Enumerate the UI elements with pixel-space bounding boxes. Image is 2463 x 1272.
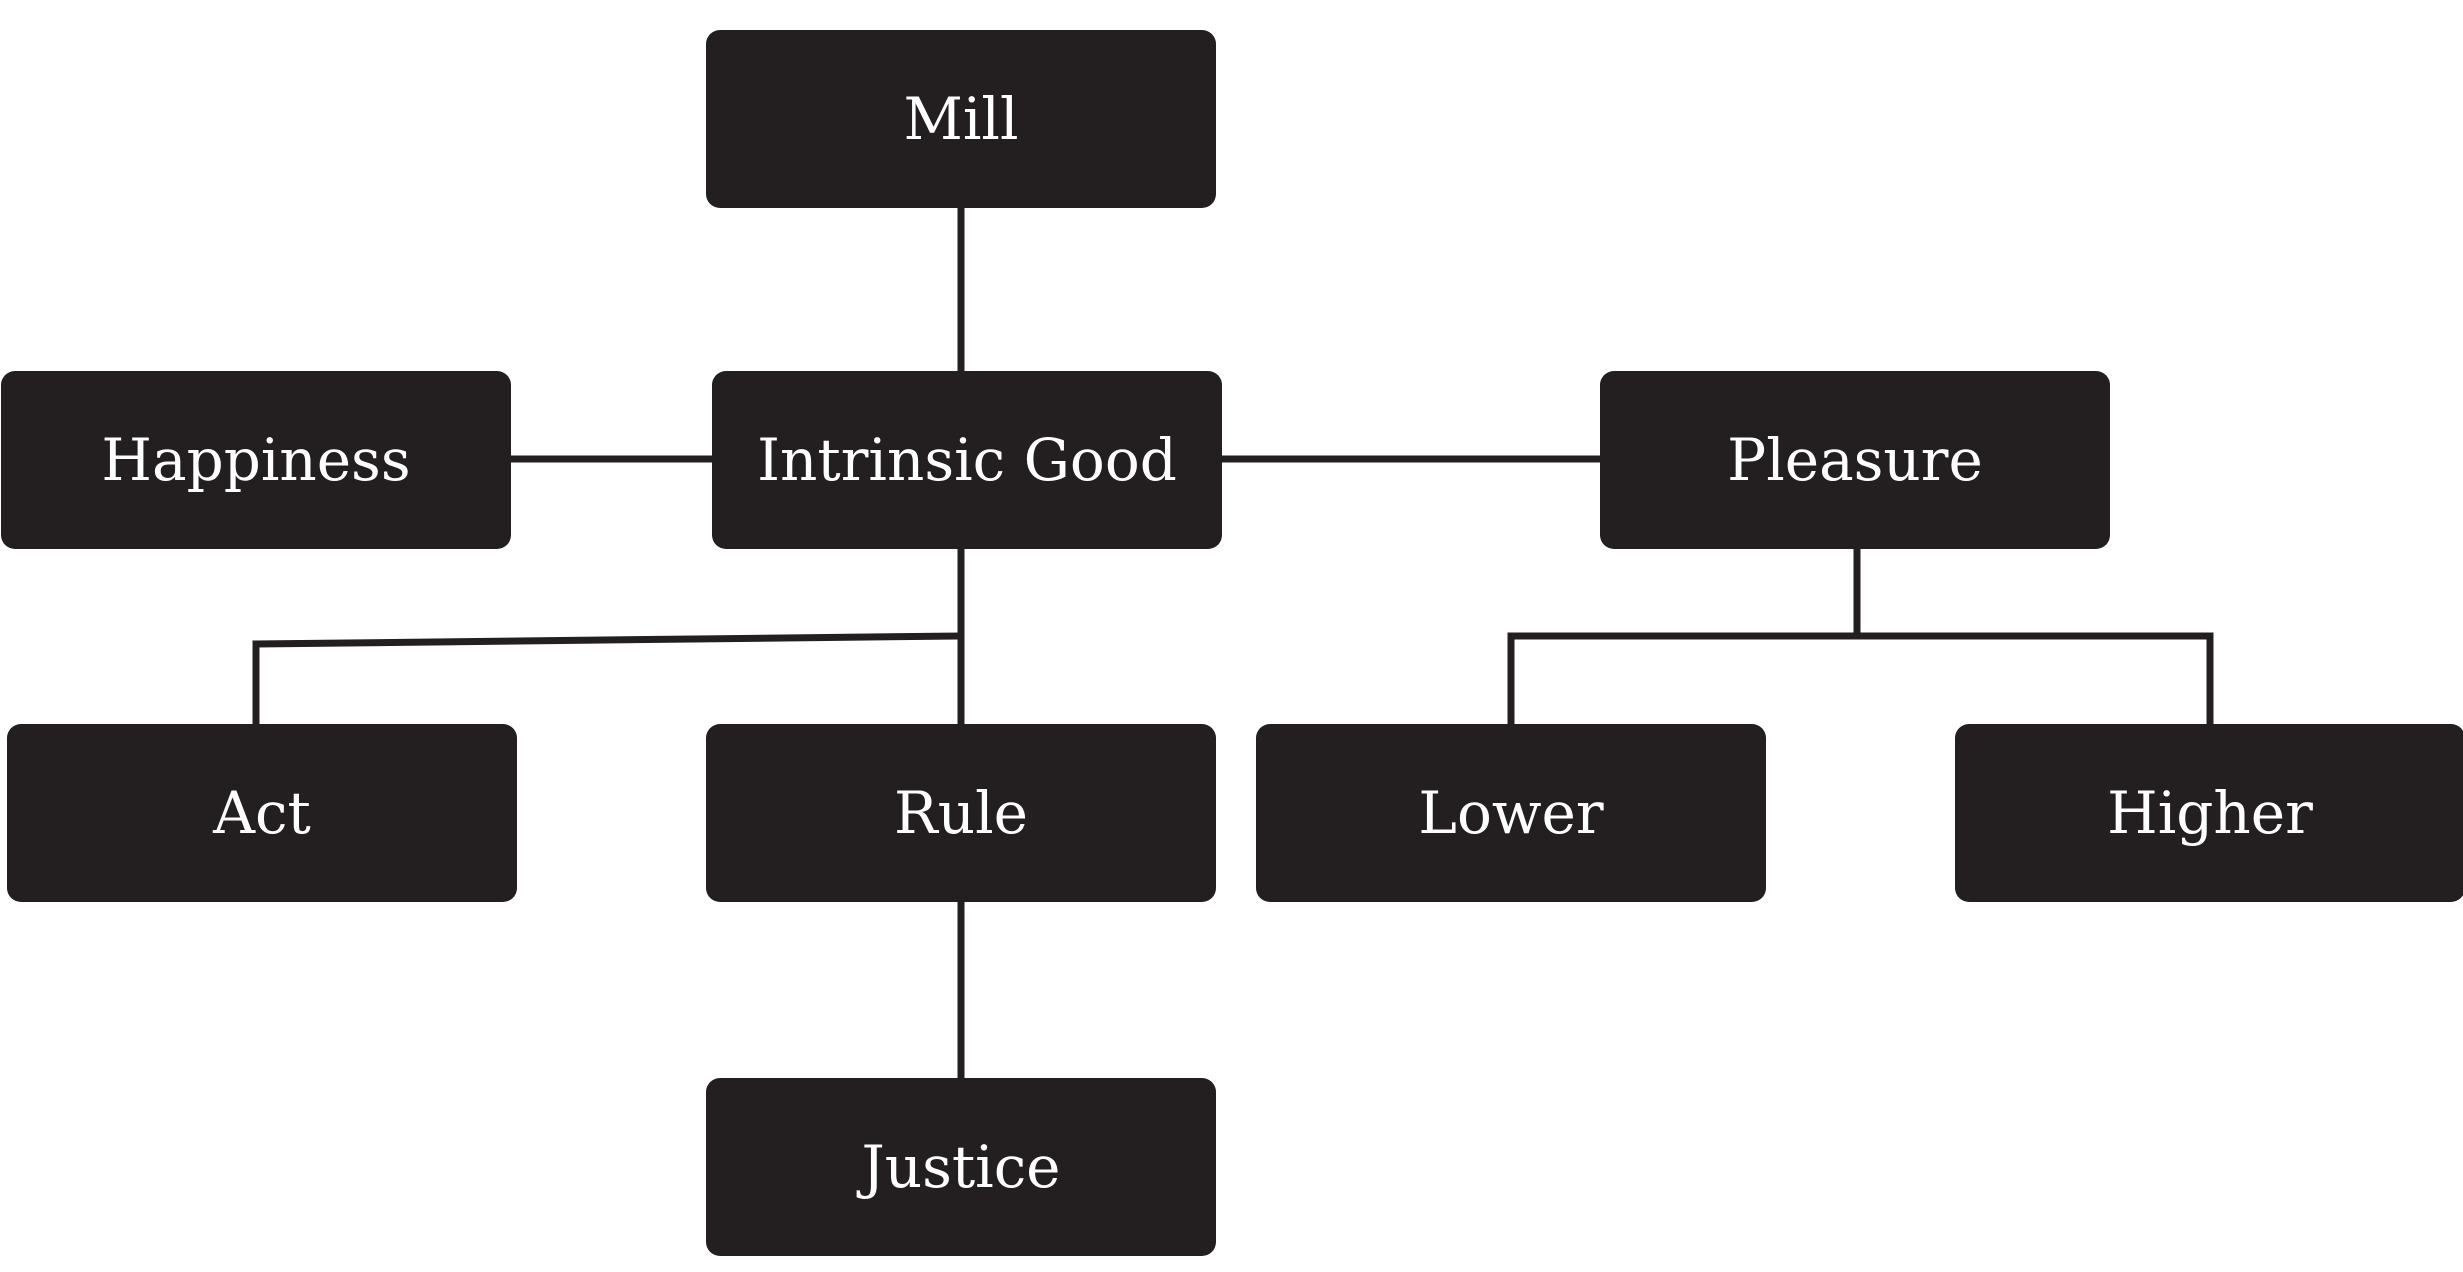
node-justice: Justice: [706, 1078, 1216, 1256]
node-higher: Higher: [1955, 724, 2463, 902]
node-rule: Rule: [706, 724, 1216, 902]
node-intrinsic-good: Intrinsic Good: [712, 371, 1222, 549]
node-pleasure: Pleasure: [1600, 371, 2110, 549]
node-act: Act: [7, 724, 517, 902]
connector-pleasure-lower: [1507, 632, 1861, 730]
node-label-act: Act: [213, 779, 311, 847]
connector-pleasure-higher: [1853, 632, 2214, 730]
node-label-rule: Rule: [894, 779, 1028, 847]
node-label-happiness: Happiness: [101, 426, 411, 494]
node-lower: Lower: [1256, 724, 1766, 902]
node-happiness: Happiness: [1, 371, 511, 549]
node-label-lower: Lower: [1418, 779, 1604, 847]
connector-intrinsic-good-act: [252, 632, 962, 730]
node-label-pleasure: Pleasure: [1727, 426, 1983, 494]
node-label-mill: Mill: [903, 85, 1019, 153]
node-label-justice: Justice: [861, 1133, 1061, 1201]
node-label-higher: Higher: [2107, 779, 2313, 847]
node-label-intrinsic-good: Intrinsic Good: [757, 426, 1177, 494]
node-mill: Mill: [706, 30, 1216, 208]
